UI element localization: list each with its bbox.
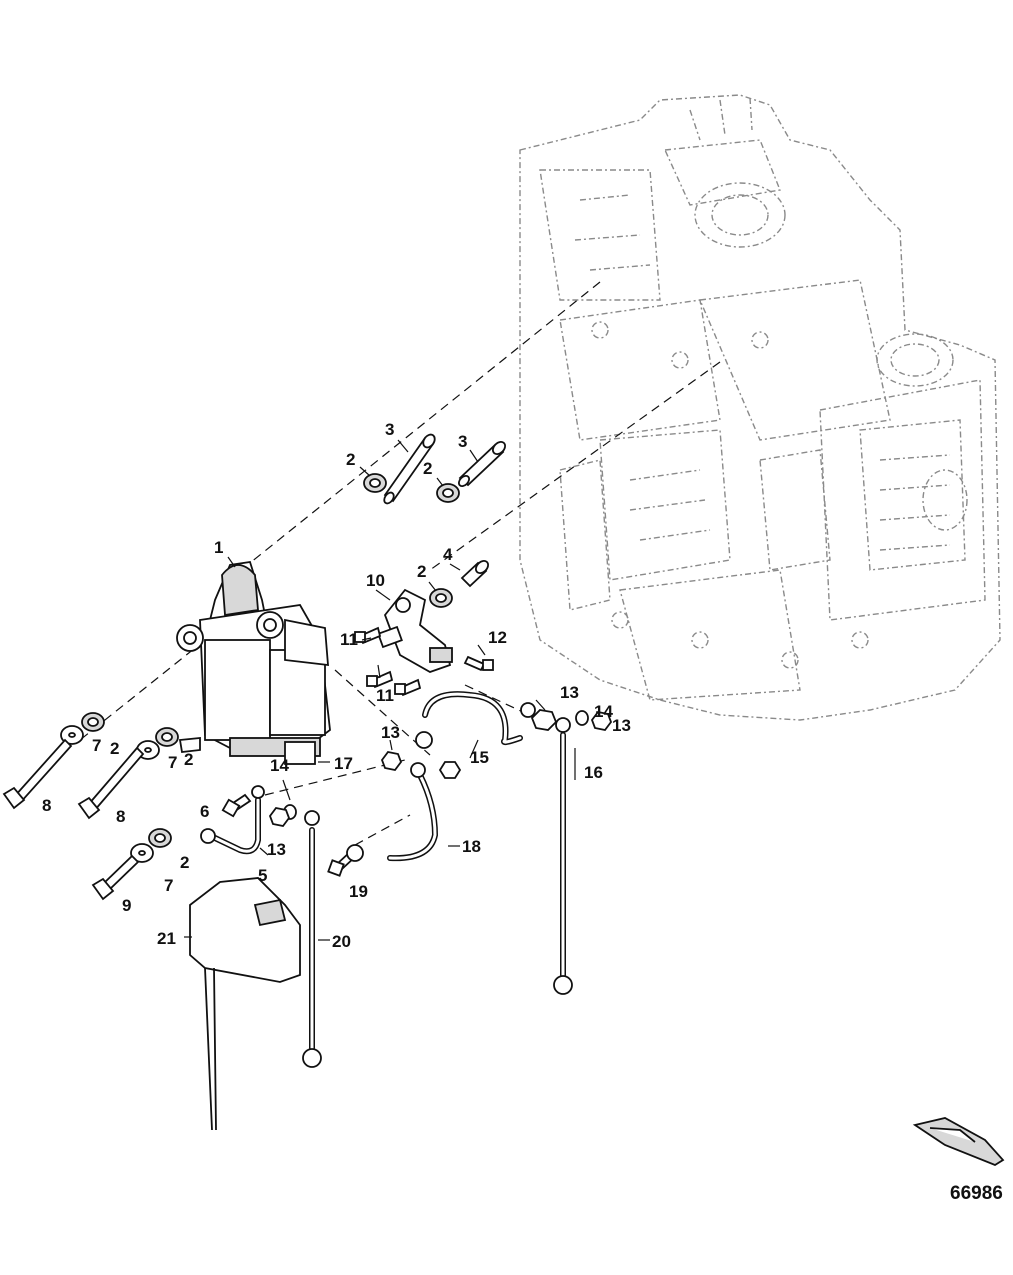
callout-10: 10 bbox=[366, 571, 385, 590]
figure-number: 66986 bbox=[950, 1183, 1003, 1204]
callout-13: 13 bbox=[381, 723, 400, 742]
bolt-icon bbox=[2, 626, 494, 901]
callout-4: 4 bbox=[443, 545, 453, 564]
callout-12: 12 bbox=[488, 628, 507, 647]
washer-icon bbox=[60, 725, 160, 863]
callout-7: 7 bbox=[164, 876, 173, 895]
callout-2: 2 bbox=[110, 739, 119, 758]
callout-1: 1 bbox=[214, 538, 223, 557]
callout-13: 13 bbox=[560, 683, 579, 702]
callout-13: 13 bbox=[267, 840, 286, 859]
terminal-cover-icon bbox=[189, 877, 301, 1131]
callout-11: 11 bbox=[340, 630, 358, 649]
callout-5: 5 bbox=[258, 866, 267, 885]
callout-14: 14 bbox=[270, 756, 289, 775]
callout-13: 13 bbox=[612, 716, 631, 735]
nut-icon bbox=[268, 709, 613, 827]
engine-block-outline-icon bbox=[519, 94, 1001, 721]
callout-3: 3 bbox=[385, 420, 394, 439]
callout-labels: 1 2 2 2 2 2 2 3 3 4 5 6 7 7 7 8 8 9 10 1… bbox=[42, 420, 1003, 1204]
callout-7: 7 bbox=[168, 753, 177, 772]
battery-cable-icon bbox=[200, 691, 573, 1068]
callout-8: 8 bbox=[42, 796, 51, 815]
solenoid-bracket-icon bbox=[377, 588, 453, 673]
callout-14: 14 bbox=[594, 702, 613, 721]
callout-18: 18 bbox=[462, 837, 481, 856]
callout-2: 2 bbox=[423, 459, 432, 478]
callout-20: 20 bbox=[332, 932, 351, 951]
callout-2: 2 bbox=[417, 562, 426, 581]
callout-19: 19 bbox=[349, 882, 368, 901]
callout-17: 17 bbox=[334, 754, 353, 773]
callout-15: 15 bbox=[470, 748, 489, 767]
callout-2: 2 bbox=[184, 750, 193, 769]
callout-7: 7 bbox=[92, 736, 101, 755]
starter-motor-icon bbox=[176, 560, 331, 765]
callout-21: 21 bbox=[157, 929, 176, 948]
grommet-icon bbox=[81, 473, 460, 848]
callout-3: 3 bbox=[458, 432, 467, 451]
outboard-orientation-icon bbox=[912, 1117, 1005, 1167]
callout-8: 8 bbox=[116, 807, 125, 826]
callout-9: 9 bbox=[122, 896, 131, 915]
callout-2: 2 bbox=[346, 450, 355, 469]
spacer-icon bbox=[383, 433, 506, 588]
callout-11: 11 bbox=[376, 686, 394, 705]
callout-16: 16 bbox=[584, 763, 603, 782]
callout-6: 6 bbox=[200, 802, 209, 821]
callout-2: 2 bbox=[180, 853, 189, 872]
leader-lines bbox=[184, 439, 600, 941]
